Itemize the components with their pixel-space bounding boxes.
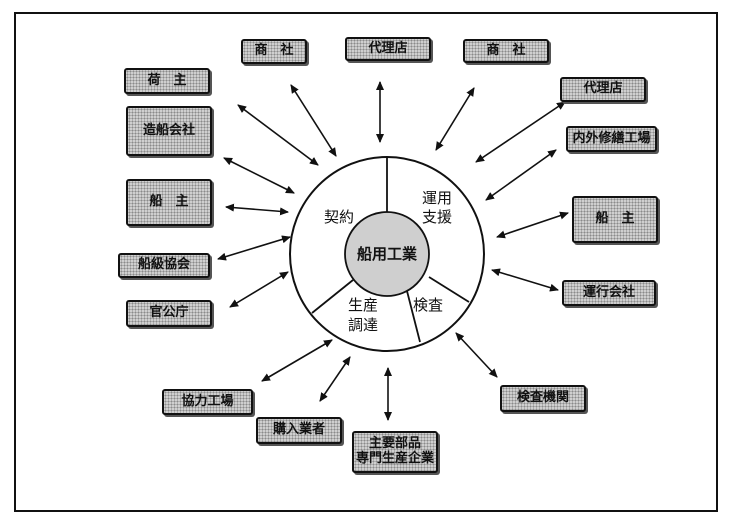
- arrow-shosha-left: [290, 84, 337, 157]
- node-konyu: 購入業者: [256, 417, 342, 444]
- diagram-frame: [14, 12, 718, 512]
- node-senkyu: 船級協会: [118, 253, 210, 278]
- arrow-senkyu: [217, 235, 291, 261]
- node-buhin-line2: 専門生産企業: [355, 451, 434, 466]
- core-label: 船用工業: [357, 245, 418, 263]
- node-buhin: 主要部品 専門生産企業: [352, 431, 438, 473]
- arrow-shosha-right: [435, 87, 475, 151]
- core-circle: [344, 211, 430, 297]
- ring-contract-label: 契約: [324, 208, 354, 226]
- node-shosha-right: 商 社: [463, 39, 549, 63]
- node-kankocho: 官公庁: [126, 300, 212, 327]
- node-kyoryoku: 協力工場: [162, 389, 253, 415]
- arrow-kyoryoku: [261, 339, 333, 382]
- ring-production-label-2: 調達: [348, 316, 378, 334]
- ring-inspection-label: 検査: [413, 296, 443, 314]
- ring-production-label-1: 生産: [348, 296, 378, 314]
- ring-divider-bottom: [406, 290, 421, 343]
- arrow-zosen: [223, 157, 295, 194]
- node-buhin-line1: 主要部品: [368, 436, 421, 452]
- arrow-kensa-kikan: [455, 332, 498, 378]
- arrow-unko: [491, 268, 559, 292]
- node-shuzen: 内外修繕工場: [566, 126, 657, 152]
- node-dairiten-right: 代理店: [560, 77, 646, 102]
- arrow-senshu-right: [496, 211, 569, 239]
- ring-operation-label-1: 運用: [422, 189, 452, 207]
- arrow-ninushi: [237, 104, 319, 166]
- node-senshu-left: 船 主: [126, 179, 212, 226]
- node-shosha-left: 商 社: [241, 39, 307, 64]
- node-dairiten-top: 代理店: [345, 37, 431, 61]
- node-zosen: 造船会社: [126, 106, 212, 156]
- ring-divider-left: [311, 279, 354, 314]
- node-senshu-right: 船 主: [572, 196, 658, 243]
- arrow-shuzen: [485, 149, 557, 201]
- node-kensa-kikan: 検査機関: [500, 385, 586, 412]
- arrow-senshu-left: [225, 203, 289, 216]
- arrow-kankocho: [229, 271, 289, 308]
- ring-operation-label-2: 支援: [422, 208, 452, 226]
- arrow-konyu: [319, 356, 351, 402]
- node-ninushi: 荷 主: [124, 68, 210, 94]
- node-unko: 運行会社: [562, 280, 656, 306]
- ring-divider-right: [428, 276, 470, 303]
